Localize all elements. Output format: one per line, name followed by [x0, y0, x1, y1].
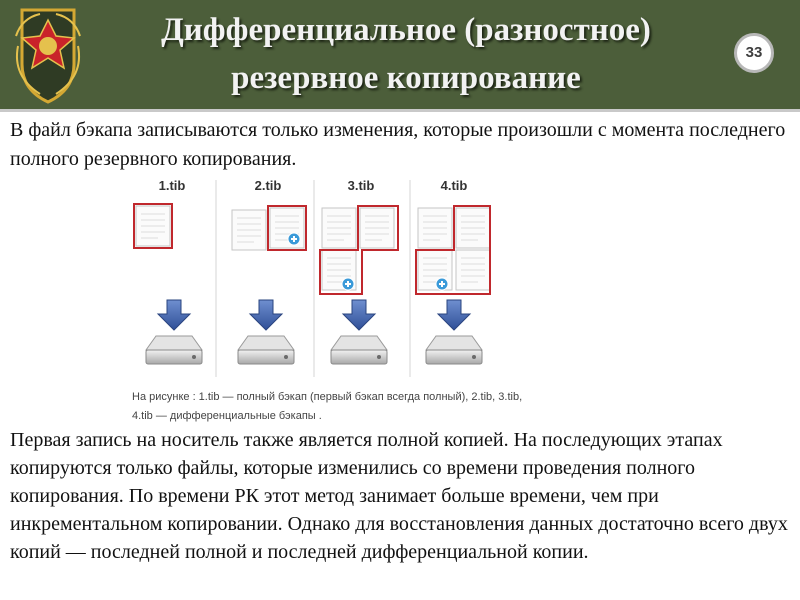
document-icon: [231, 205, 307, 251]
body-paragraph: Первая запись на носитель также является…: [10, 429, 788, 563]
tib-label: 2.tib: [254, 178, 282, 193]
down-arrow-icon: [157, 299, 191, 331]
down-arrow-icon: [342, 299, 376, 331]
add-icon: [287, 232, 301, 246]
intro-paragraph: В файл бэкапа записываются только измене…: [10, 119, 786, 170]
slide-number-badge: 33: [734, 33, 774, 73]
hard-disk-icon: [330, 335, 388, 365]
differential-backup-figure: 1.tib 2.tib 3.tib 4.tib На рисунке : 1.t…: [120, 172, 522, 434]
hard-disk-icon: [237, 335, 295, 365]
figure-caption: На рисунке : 1.tib — полный бэкап (первы…: [132, 391, 523, 422]
title-line-2: резервное копирование: [231, 60, 581, 96]
add-icon: [341, 277, 355, 291]
document-icon: [133, 203, 173, 249]
hard-disk-icon: [145, 335, 203, 365]
document-icon: [415, 205, 491, 295]
hard-disk-icon: [425, 335, 483, 365]
down-arrow-icon: [249, 299, 283, 331]
slide-header: Дифференциальное (разностное) резервное …: [0, 0, 800, 112]
page-title: Дифференциальное (разностное) резервное …: [96, 6, 716, 102]
tib-label: 4.tib: [440, 178, 468, 193]
document-icon: [319, 205, 399, 295]
title-line-1: Дифференциальное (разностное): [161, 12, 651, 48]
tib-label: 1.tib: [158, 178, 186, 193]
add-icon: [435, 277, 449, 291]
military-emblem-icon: [15, 8, 81, 104]
down-arrow-icon: [437, 299, 471, 331]
figure-graphic: [133, 180, 491, 377]
tib-label: 3.tib: [347, 178, 375, 193]
